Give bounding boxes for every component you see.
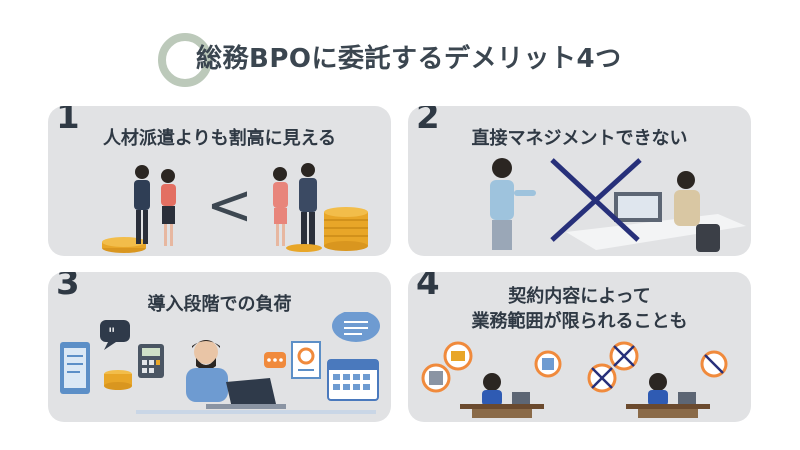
comparison-symbol: < — [206, 173, 253, 238]
card-number: 3 — [56, 272, 80, 303]
person-right-female — [273, 167, 288, 246]
person-left-female — [161, 169, 176, 246]
people-cost-illustration: < — [102, 163, 368, 253]
svg-text:": " — [108, 324, 115, 343]
card-number: 4 — [416, 272, 440, 303]
limited-tasks-illustration — [421, 341, 728, 418]
page-title: 総務BPOに委託するデメリット4つ — [196, 44, 622, 74]
coin-stack-large — [286, 207, 368, 252]
card-3: 3 導入段階での負荷 " — [48, 272, 391, 422]
card-1: 1 人材派遣よりも割高に見える < — [48, 106, 391, 256]
workstation-full — [421, 341, 562, 418]
person-manager — [490, 158, 536, 250]
card-title: 導入段階での負荷 — [147, 294, 292, 315]
laptop-icon — [206, 378, 286, 409]
message-bubble-icon — [332, 312, 380, 342]
card-number: 2 — [416, 106, 440, 137]
chat-dots-icon — [264, 352, 286, 368]
coins-icon — [104, 370, 132, 390]
card-4: 4 契約内容によって 業務範囲が限られることも — [408, 272, 751, 422]
tablet-icon — [60, 342, 90, 394]
card-title-line-2: 業務範囲が限られることも — [471, 311, 688, 332]
workstation-limited — [587, 341, 728, 418]
coin-stack-small — [102, 237, 146, 253]
person-left-male — [134, 165, 150, 244]
cross-icon — [550, 158, 642, 242]
title-area: 総務BPOに委託するデメリット4つ — [0, 0, 800, 100]
person-worker — [186, 340, 228, 402]
calendar-icon — [327, 359, 379, 401]
calculator-icon — [138, 344, 164, 378]
desk-workspace — [566, 171, 746, 252]
card-title-line-1: 契約内容によって — [508, 286, 651, 307]
manager-cross-illustration — [490, 158, 746, 252]
card-title: 直接マネジメントできない — [471, 128, 688, 149]
person-right-male — [299, 163, 317, 246]
card-title: 人材派遣よりも割高に見える — [102, 128, 337, 149]
title-ring-decoration — [158, 33, 212, 87]
speech-bubble-icon: " — [100, 320, 130, 350]
card-2: 2 直接マネジメントできない — [408, 106, 751, 256]
card-number: 1 — [56, 106, 80, 137]
documents-worker-illustration: " — [60, 312, 380, 414]
document-icon — [291, 341, 321, 379]
